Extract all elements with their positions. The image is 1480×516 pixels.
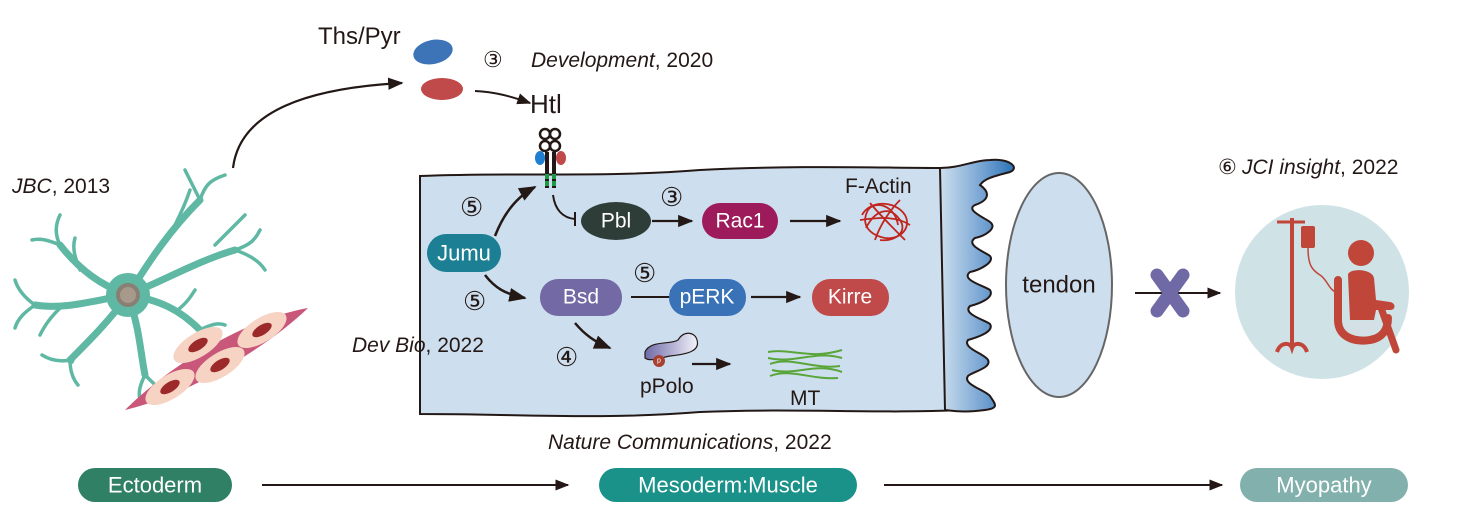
node-pbl: Pbl	[581, 202, 651, 240]
citation-jbc: JBC, 2013	[11, 175, 110, 198]
edge-marker-jumu-htl: ⑤	[460, 193, 483, 223]
arrow-ligand-to-htl	[474, 90, 532, 105]
citation-marker-6: ⑥	[1218, 155, 1237, 179]
node-perk: pERK	[669, 279, 746, 316]
arrow-bsd-to-ppolo	[574, 322, 612, 350]
node-rac1: Rac1	[702, 203, 778, 239]
citation-jci: JCI insight, 2022	[1241, 156, 1398, 179]
neuron-nucleolus	[120, 287, 136, 303]
stage-ectoderm: Ectoderm	[78, 468, 232, 502]
edge-marker-pbl-rac1: ③	[660, 183, 683, 213]
tendon: tendon	[1005, 172, 1113, 398]
phospho-label: p	[657, 358, 661, 365]
receptor-label: Htl	[530, 89, 562, 119]
svg-text:Jumu: Jumu	[437, 241, 491, 266]
arrow-jumu-to-htl	[493, 185, 537, 237]
ths-ligand	[413, 39, 453, 65]
citation-development: Development, 2020	[531, 49, 713, 72]
svg-text:Ectoderm: Ectoderm	[108, 473, 202, 498]
factin-icon	[859, 199, 911, 242]
svg-text:Bsd: Bsd	[563, 286, 599, 309]
myotendinous-junction	[938, 158, 1015, 413]
edge-marker-jumu-bsd: ⑤	[463, 287, 486, 317]
stage-mesoderm-muscle: Mesoderm:Muscle	[599, 468, 857, 502]
pyr-ligand	[421, 78, 463, 100]
stage-myopathy: Myopathy	[1240, 468, 1408, 502]
edge-marker-bsd-perk: ⑤	[633, 259, 656, 289]
citation-marker-3: ③	[483, 48, 503, 73]
svg-text:Mesoderm:Muscle: Mesoderm:Muscle	[638, 473, 818, 498]
node-kirre: Kirre	[812, 279, 889, 316]
ppolo-icon: p	[644, 332, 699, 367]
block-x-icon	[1150, 268, 1190, 318]
node-bsd: Bsd	[540, 279, 622, 316]
ppolo-label: pPolo	[640, 375, 694, 398]
inhibit-htl-to-pbl	[552, 194, 576, 220]
htl-receptor-icon	[535, 127, 566, 188]
svg-text:tendon: tendon	[1022, 272, 1095, 299]
citation-devbio: Dev Bio, 2022	[352, 334, 484, 357]
muscle-cells-icon	[125, 308, 308, 410]
svg-text:Rac1: Rac1	[715, 210, 764, 233]
arrow-ectoderm-to-ligand	[231, 77, 404, 169]
citation-nature-comm: Nature Communications, 2022	[548, 431, 832, 454]
svg-text:pERK: pERK	[680, 286, 735, 309]
arrow-jumu-to-bsd	[484, 274, 527, 302]
node-jumu: Jumu	[427, 234, 501, 272]
ligand-label: Ths/Pyr	[318, 23, 401, 50]
edge-marker-bsd-ppolo: ④	[555, 343, 578, 373]
svg-text:Pbl: Pbl	[601, 210, 631, 233]
factin-label: F-Actin	[845, 175, 912, 198]
svg-text:Kirre: Kirre	[828, 286, 872, 309]
microtubule-icon	[767, 349, 843, 380]
svg-text:Myopathy: Myopathy	[1276, 473, 1371, 498]
mt-label: MT	[790, 387, 820, 410]
patient-wheelchair-icon	[1275, 218, 1400, 355]
patient-circle	[1235, 205, 1409, 379]
